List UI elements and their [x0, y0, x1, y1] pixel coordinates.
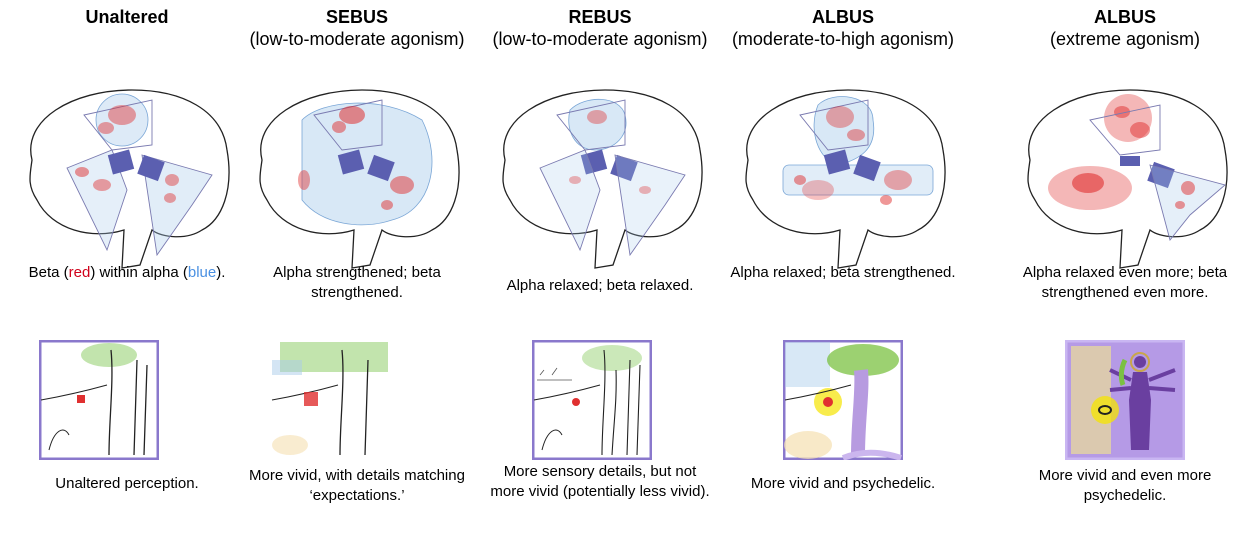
column-header: SEBUS (low-to-moderate agonism) [242, 6, 472, 50]
caption-text: Beta ( [29, 264, 69, 281]
brain-caption: Beta (red) within alpha (blue). [12, 263, 242, 283]
perception-scene [270, 340, 390, 460]
brain-caption: Alpha relaxed; beta relaxed. [485, 276, 715, 296]
column-header: ALBUS (moderate-to-high agonism) [728, 6, 958, 50]
column-title: ALBUS [728, 6, 958, 28]
caption-text: ). [216, 264, 225, 281]
perception-scene [532, 340, 652, 460]
caption-blue-word: blue [188, 264, 216, 281]
scene-caption: More vivid, with details matching ‘expec… [242, 466, 472, 506]
column-sebus: SEBUS (low-to-moderate agonism) Alpha st… [242, 0, 472, 550]
perception-scene [1065, 340, 1185, 460]
column-title: ALBUS [1010, 6, 1240, 28]
column-title: REBUS [485, 6, 715, 28]
caption-text: ) within alpha ( [90, 264, 188, 281]
column-albus-moderate: ALBUS (moderate-to-high agonism) Alpha r… [728, 0, 958, 550]
column-title: SEBUS [242, 6, 472, 28]
column-subtitle: (low-to-moderate agonism) [485, 28, 715, 50]
brain-diagram [12, 80, 242, 270]
brain-caption: Alpha relaxed even more; beta strengthen… [1010, 263, 1240, 303]
caption-red-word: red [69, 264, 91, 281]
brain-caption: Alpha strengthened; beta strengthened. [242, 263, 472, 303]
brain-diagram [1010, 80, 1240, 270]
column-subtitle: (moderate-to-high agonism) [728, 28, 958, 50]
scene-caption: More vivid and even more psychedelic. [1010, 466, 1240, 506]
perception-scene [39, 340, 159, 460]
column-header: Unaltered [12, 6, 242, 28]
column-header: REBUS (low-to-moderate agonism) [485, 6, 715, 50]
column-albus-extreme: ALBUS (extreme agonism) Alpha relaxed ev… [1010, 0, 1240, 550]
column-subtitle: (low-to-moderate agonism) [242, 28, 472, 50]
brain-caption: Alpha relaxed; beta strengthened. [728, 263, 958, 283]
column-header: ALBUS (extreme agonism) [1010, 6, 1240, 50]
column-title: Unaltered [12, 6, 242, 28]
column-subtitle: (extreme agonism) [1010, 28, 1240, 50]
column-unaltered: Unaltered Beta (red) within alpha (blue)… [12, 0, 242, 550]
perception-scene [783, 340, 903, 460]
brain-diagram [242, 80, 472, 270]
scene-caption: More sensory details, but not more vivid… [485, 462, 715, 502]
scene-caption: More vivid and psychedelic. [728, 474, 958, 494]
column-rebus: REBUS (low-to-moderate agonism) Alpha re… [485, 0, 715, 550]
brain-diagram [485, 80, 715, 270]
scene-caption: Unaltered perception. [12, 474, 242, 494]
brain-diagram [728, 80, 958, 270]
